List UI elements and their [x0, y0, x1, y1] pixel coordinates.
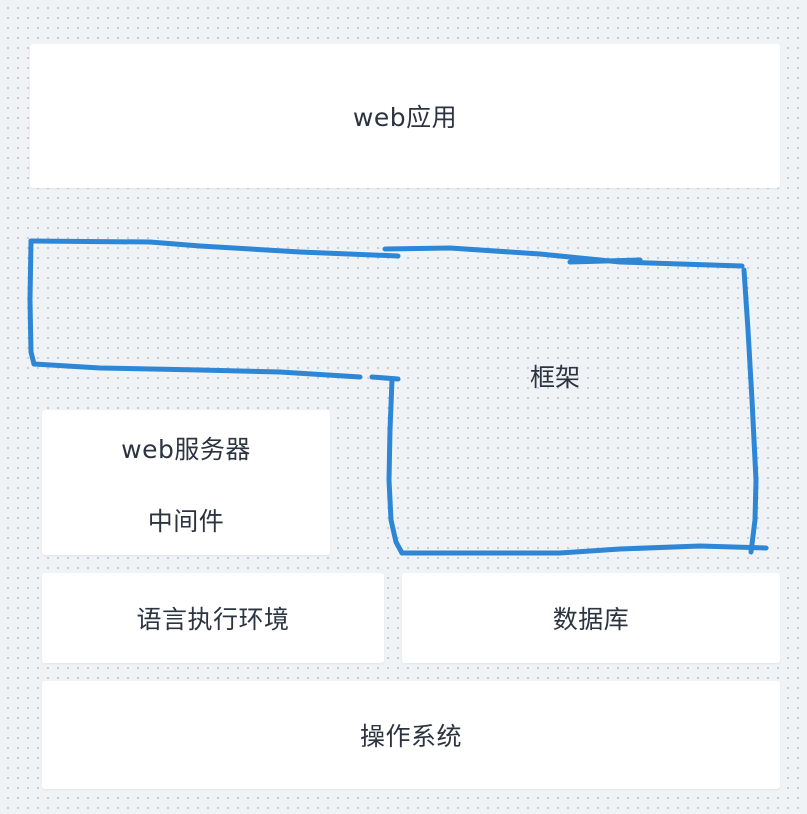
- database-layer: 数据库: [402, 573, 780, 663]
- web-server-middleware-layer: web服务器 中间件: [42, 410, 330, 555]
- web-app-layer: web应用: [30, 44, 780, 188]
- framework-label: 框架: [529, 363, 580, 392]
- database-label: 数据库: [552, 605, 630, 634]
- operating-system-label: 操作系统: [359, 722, 462, 751]
- web-app-label: web应用: [352, 103, 458, 132]
- outline-stroke-bottom-left: [31, 361, 363, 380]
- outline-stroke-top-right: [382, 245, 745, 269]
- language-runtime-layer: 语言执行环境: [42, 573, 384, 663]
- web-server-label: web服务器: [121, 435, 251, 464]
- middleware-label: 中间件: [147, 507, 225, 536]
- outline-stroke-right: [741, 267, 759, 555]
- outline-stroke-top-right-overlap: [567, 257, 643, 265]
- outline-stroke-inner-left: [386, 377, 405, 556]
- outline-stroke-top-left: [28, 238, 401, 259]
- language-runtime-label: 语言执行环境: [136, 605, 290, 634]
- operating-system-layer: 操作系统: [42, 681, 780, 789]
- outline-stroke-left: [27, 238, 37, 367]
- outline-stroke-bottom-right: [399, 543, 769, 556]
